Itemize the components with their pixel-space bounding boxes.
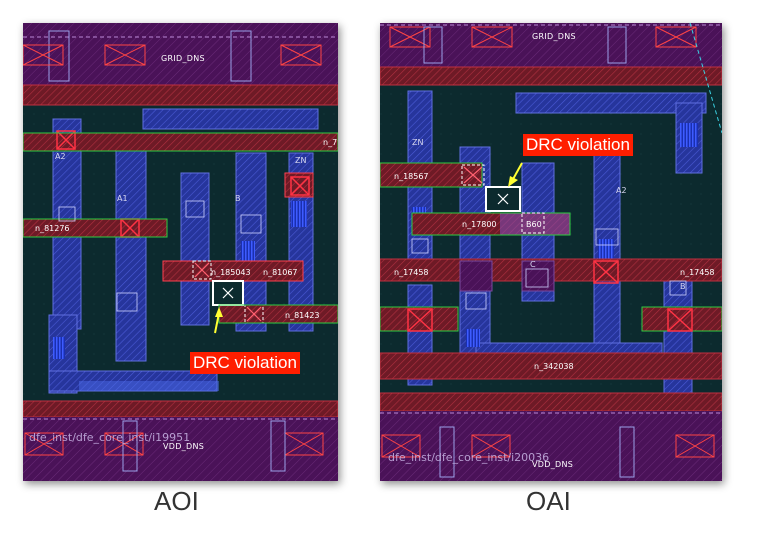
oai-caption: OAI [526, 486, 571, 516]
oai-net-3: n_17458 [394, 268, 429, 277]
oai-pin-b: B [680, 282, 686, 291]
oai-drc-callout: DRC violation [523, 134, 633, 156]
aoi-vdd-label: VDD_DNS [163, 442, 204, 451]
aoi-pin-zn: ZN [295, 156, 306, 165]
aoi-layout-drawing: GRID_DNS [23, 23, 338, 481]
aoi-layout-panel: GRID_DNS [23, 23, 338, 481]
oai-net-4: n_17458 [680, 268, 715, 277]
oai-grid-label: GRID_DNS [532, 32, 576, 41]
aoi-net-2: n_185043 [211, 268, 251, 277]
oai-pin-a2: A2 [616, 186, 627, 195]
oai-net-5: n_342038 [534, 362, 574, 371]
oai-net-2: n_17800 [462, 220, 497, 229]
aoi-caption: AOI [154, 486, 199, 516]
oai-instance-label: dfe_inst/dfe_core_inst/i20036 [388, 451, 549, 464]
oai-pin-c: C [530, 260, 536, 269]
aoi-instance-label: dfe_inst/dfe_core_inst/i19951 [29, 431, 190, 444]
oai-net-1: n_18567 [394, 172, 429, 181]
aoi-net-4: n_81423 [285, 311, 320, 320]
oai-top-power-rail [380, 23, 722, 67]
aoi-pin-a1: A1 [117, 194, 128, 203]
aoi-net-1: n_81276 [35, 224, 70, 233]
aoi-net-5: n_7 [323, 138, 337, 147]
aoi-net-3: n_81067 [263, 268, 298, 277]
aoi-top-power-rail [23, 23, 338, 85]
aoi-drc-callout: DRC violation [190, 352, 300, 374]
oai-layout-drawing: GRID_DNS [380, 23, 722, 481]
oai-pin-zn: ZN [412, 138, 423, 147]
oai-bottom-power-rail [380, 411, 722, 481]
oai-layout-panel: GRID_DNS [380, 23, 722, 481]
aoi-grid-label: GRID_DNS [161, 54, 205, 63]
aoi-pin-b: B [235, 194, 241, 203]
oai-vdd-label: VDD_DNS [532, 460, 573, 469]
oai-net-6: B60 [526, 220, 542, 229]
aoi-pin-a2: A2 [55, 152, 66, 161]
